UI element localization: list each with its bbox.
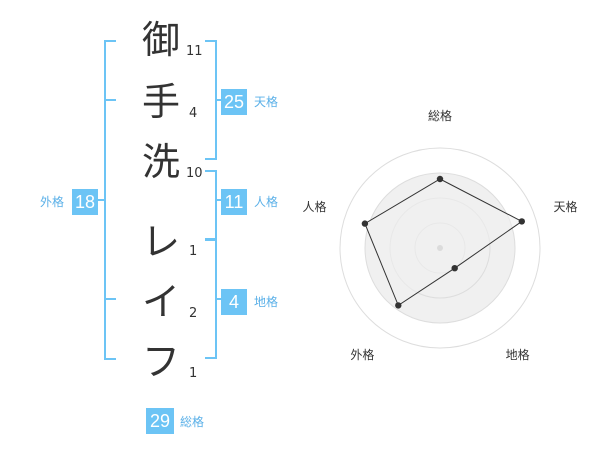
radar-axis-label-1: 天格 bbox=[553, 199, 577, 214]
radar-point-1 bbox=[518, 218, 525, 225]
chikaku-bracket-tick bbox=[217, 298, 223, 300]
radar-point-2 bbox=[451, 265, 458, 272]
surname-stroke-3: 10 bbox=[186, 166, 203, 181]
tenkaku-bracket bbox=[205, 40, 217, 160]
chikaku-value: 4 bbox=[221, 289, 247, 315]
radar-axis-label-3: 外格 bbox=[350, 347, 374, 362]
jinkaku-label: 人格 bbox=[254, 195, 279, 209]
chikaku-bracket bbox=[205, 239, 217, 359]
gaikaku-bracket-inner-top bbox=[104, 99, 116, 101]
gaikaku-bracket-tick bbox=[98, 199, 104, 201]
jinkaku-bracket-tick bbox=[217, 199, 223, 201]
radar-polygon bbox=[364, 178, 523, 307]
gaikaku-label: 外格 bbox=[40, 195, 65, 209]
surname-char-1: 御 bbox=[141, 18, 180, 62]
given-char-3: フ bbox=[141, 340, 180, 384]
radar-shape bbox=[364, 178, 523, 307]
surname-char-2: 手 bbox=[141, 80, 180, 124]
surname-char-3: 洗 bbox=[141, 140, 180, 184]
radar-point-4 bbox=[361, 220, 369, 227]
given-stroke-2: 2 bbox=[189, 306, 198, 321]
radar-point-0 bbox=[436, 175, 444, 183]
jinkaku-value: 11 bbox=[221, 189, 247, 215]
gaikaku-bracket bbox=[104, 40, 116, 360]
chikaku-label: 地格 bbox=[254, 295, 279, 309]
tenkaku-bracket-tick bbox=[217, 99, 223, 101]
gaikaku-value: 18 bbox=[72, 189, 98, 215]
radar-axis-label-2: 地格 bbox=[506, 347, 530, 362]
given-stroke-1: 1 bbox=[189, 244, 198, 259]
given-char-2: イ bbox=[141, 280, 180, 324]
soukaku-label: 総格 bbox=[180, 415, 205, 429]
surname-stroke-2: 4 bbox=[189, 106, 198, 121]
gaikaku-bracket-inner-bottom bbox=[104, 298, 116, 300]
soukaku-value: 29 bbox=[146, 408, 174, 434]
radar-axis-label-0: 総格 bbox=[428, 108, 452, 123]
given-stroke-3: 1 bbox=[189, 366, 198, 381]
tenkaku-label: 天格 bbox=[254, 95, 279, 109]
surname-stroke-1: 11 bbox=[186, 44, 203, 59]
given-char-1: レ bbox=[141, 220, 180, 264]
radar-point-3 bbox=[395, 302, 402, 309]
radar-points bbox=[361, 175, 525, 309]
tenkaku-value: 25 bbox=[221, 89, 247, 115]
radar-axis-label-4: 人格 bbox=[302, 199, 326, 214]
